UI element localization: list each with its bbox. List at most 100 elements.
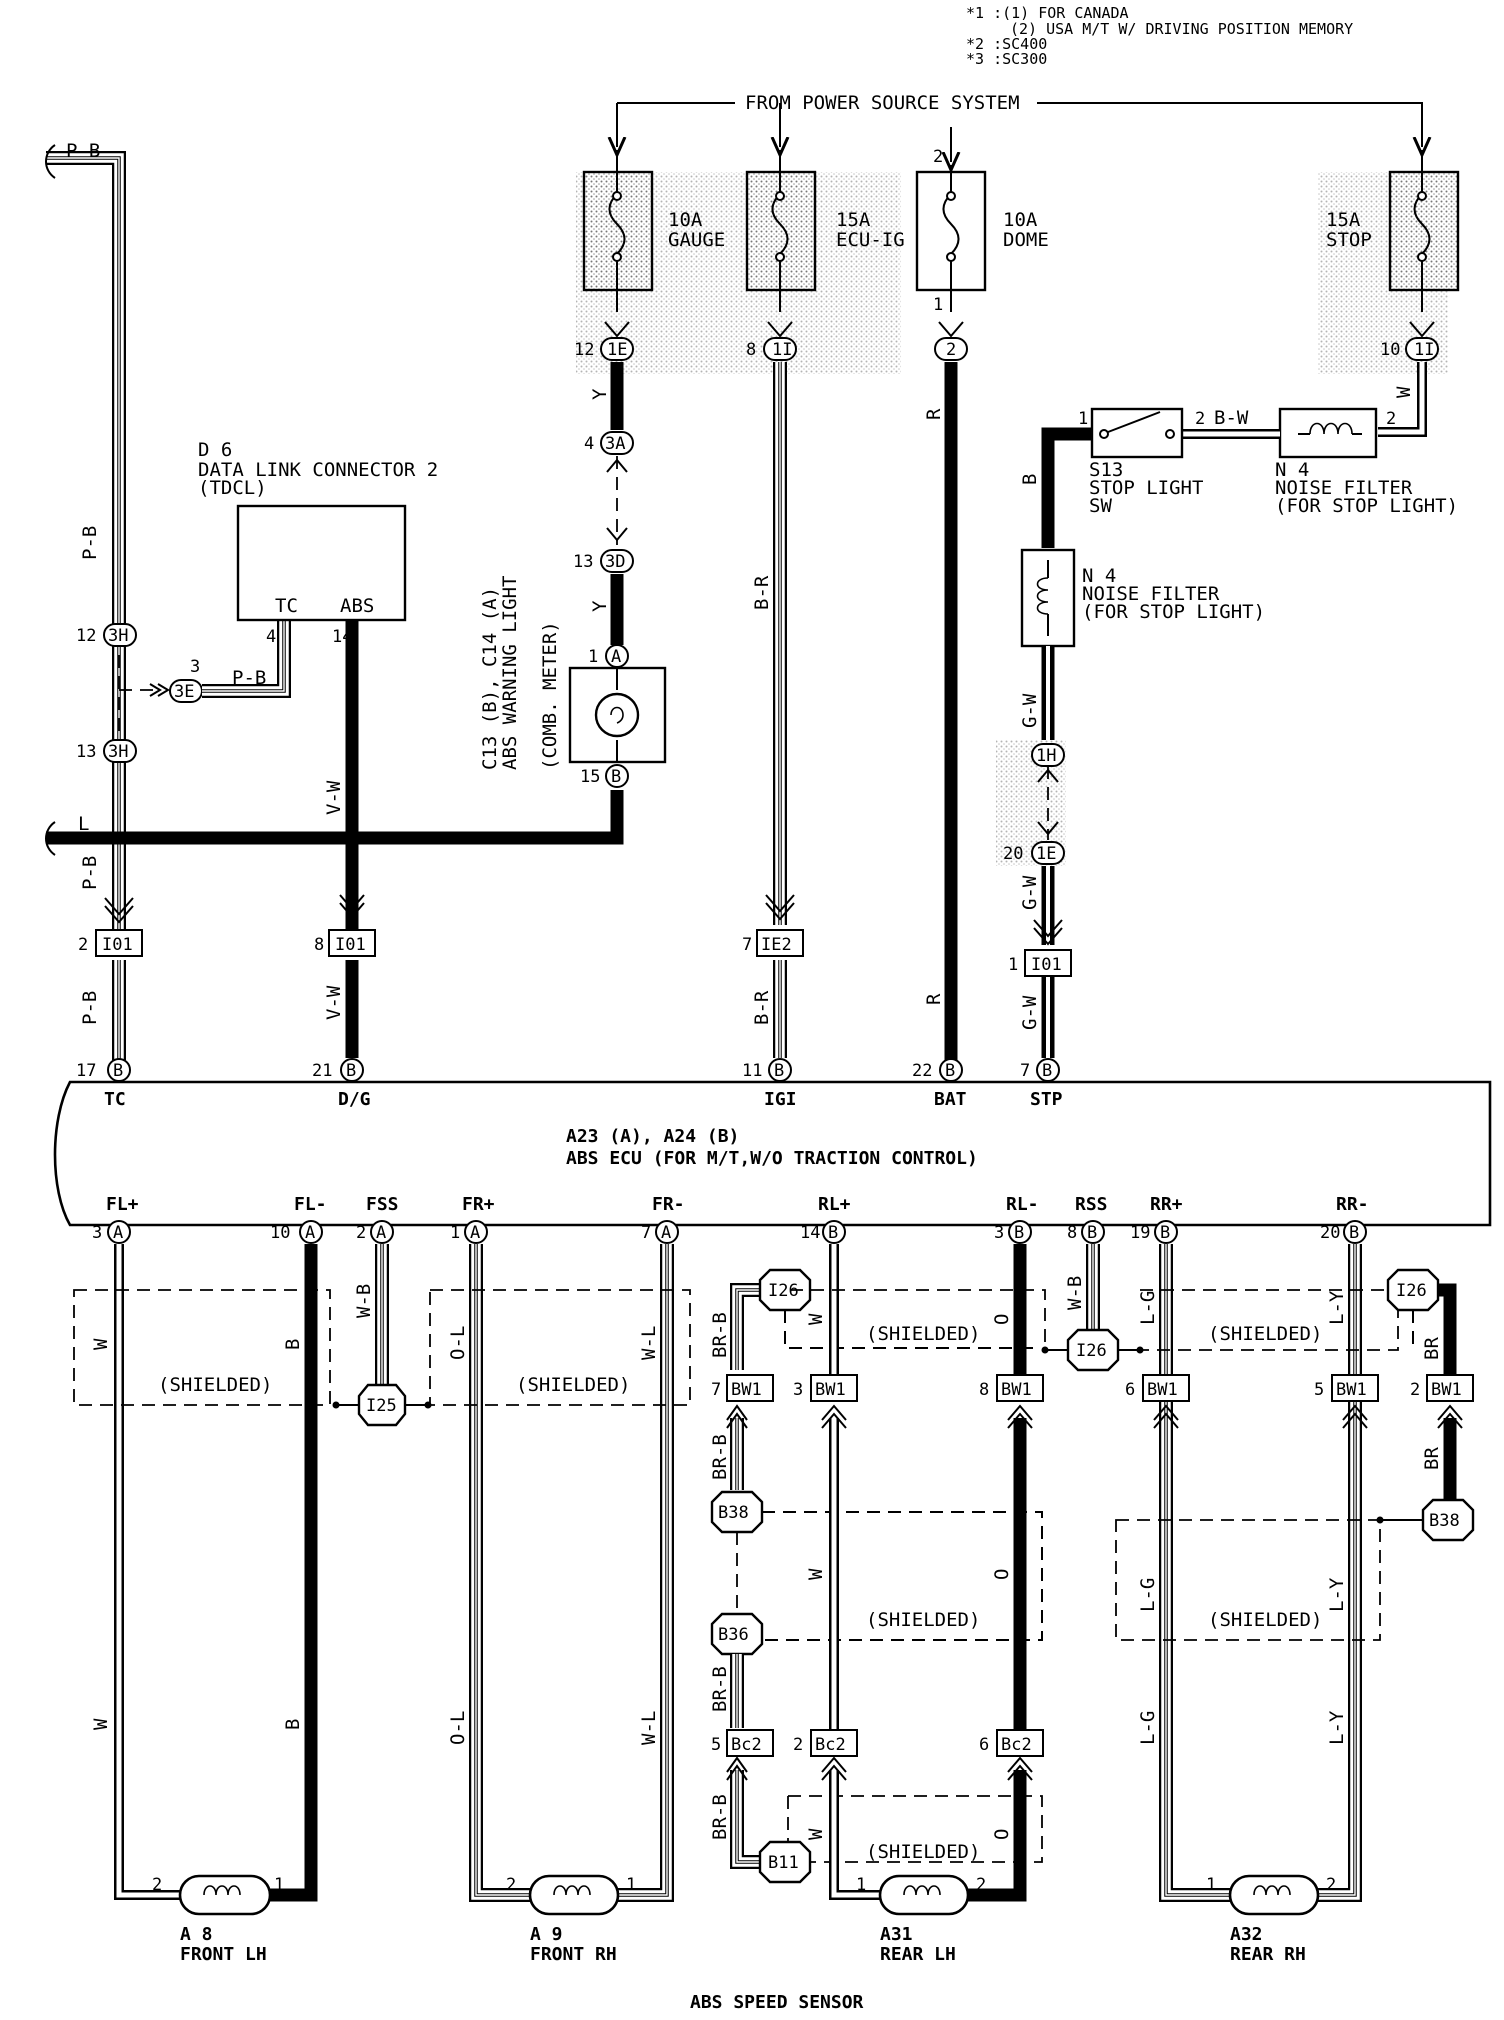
shielded-label: (SHIELDED) <box>158 1374 272 1396</box>
wire-color: W-L <box>638 1711 660 1745</box>
wire-color: G-W <box>1019 875 1041 910</box>
wire-color: P-B <box>232 667 266 689</box>
stop-sw-name: STOP LIGHT <box>1089 477 1203 499</box>
sensor-a32-pos: REAR RH <box>1230 1944 1306 1965</box>
noise-filter-id: N 4 <box>1275 459 1309 481</box>
splice-dot <box>1041 1346 1049 1354</box>
connector-rect <box>726 1374 774 1402</box>
sensor-a9-pos: FRONT RH <box>530 1944 617 1965</box>
shield-dashed-box <box>762 1511 1043 1641</box>
pin-label: 8 <box>979 1380 989 1400</box>
stop-circuit-lower: 1H 1E 20 G-W G-W <box>1003 743 1065 1058</box>
dlc-id: D 6 <box>198 439 232 461</box>
connector-circle <box>1154 1220 1178 1244</box>
ground-arrow <box>1033 919 1063 946</box>
ecu-pin-fr-plus: FR+ <box>462 1194 495 1215</box>
wire-color: L <box>78 813 89 835</box>
pin-label: 1 <box>588 647 598 667</box>
rear-rh-circuit: L-G L-G L-G BW1 6 L-Y L-Y L-Y BW1 5 (SHI… <box>1115 1244 1475 1965</box>
pin-label: 2 <box>1386 409 1396 429</box>
pin-label: 1 <box>856 1875 866 1895</box>
wire-triple <box>618 1244 668 1896</box>
wire-color: L-G <box>1137 1578 1159 1612</box>
ecu-pin-dg: D/G <box>338 1089 371 1110</box>
abs-light-sub: (COMB. METER) <box>539 621 561 770</box>
fss-circuit: W-B I25 <box>332 1244 432 1427</box>
ecu-id: A23 (A), A24 (B) <box>566 1126 739 1147</box>
connector-rect <box>1024 949 1072 977</box>
pin-label: 3 <box>92 1223 102 1243</box>
sensor-a31-pos: REAR LH <box>880 1944 956 1965</box>
connector-circle <box>605 764 629 788</box>
wire-thick <box>1438 1283 1457 1375</box>
pin-label: 10 <box>1380 340 1400 360</box>
connector-id: B <box>1349 1223 1359 1243</box>
ground-arrow <box>104 905 134 924</box>
pin-label: 2 <box>356 1223 366 1243</box>
pin-label: 2 <box>78 935 88 955</box>
connector-rect <box>726 1729 774 1757</box>
fuse-gauge: 10A GAUGE <box>582 150 725 312</box>
pin-label: 10 <box>270 1223 290 1243</box>
note-2: (2) USA M/T W/ DRIVING POSITION MEMORY <box>1010 20 1353 38</box>
wire-color: R <box>923 993 945 1005</box>
connector-circle <box>370 1220 394 1244</box>
pin-label: 1 <box>274 1875 284 1895</box>
pin-label: 2 <box>933 147 943 167</box>
splice-i25 <box>357 1383 407 1427</box>
pin-label: 13 <box>573 552 593 572</box>
pin-label: 6 <box>979 1735 989 1755</box>
ecu-pin-fl-minus: FL- <box>294 1194 327 1215</box>
wire-color: B <box>282 1339 304 1350</box>
connector-circle <box>1081 1220 1105 1244</box>
connector-rect <box>996 1729 1044 1757</box>
ecu-ig-circuit: 1I 8 B-R B-R <box>746 321 797 1058</box>
fuse-ecu-amp: 15A <box>836 209 871 231</box>
shield-dashed-box <box>790 1289 1046 1348</box>
connector-id: 1E <box>1036 844 1056 864</box>
connector-circle <box>299 1220 323 1244</box>
wire-color: Y <box>589 388 611 400</box>
fuse-stop-amp: 15A <box>1326 209 1361 231</box>
ecu-pin-rss: RSS <box>1075 1194 1108 1215</box>
pin-label: 2 <box>1326 1875 1336 1895</box>
wire-color: Y <box>589 600 611 612</box>
splice-i26 <box>1386 1268 1440 1312</box>
ecu-pin-rr-minus: RR- <box>1336 1194 1369 1215</box>
pin-label: 22 <box>912 1061 932 1081</box>
pin-label: 2 <box>1195 409 1205 429</box>
connector-id: 1I <box>772 340 792 360</box>
wire-color: V-W <box>323 780 345 815</box>
note-4: *3 :SC300 <box>966 50 1047 68</box>
splice-i26 <box>1066 1328 1120 1372</box>
fuse-dome: 2 1 10A DOME <box>915 147 1049 315</box>
wire-color: O <box>991 1569 1013 1580</box>
fuse-terminal <box>946 191 956 201</box>
connector-id: B <box>1014 1223 1024 1243</box>
connector-id: Bc2 <box>1001 1735 1032 1755</box>
connector-rect <box>95 929 143 957</box>
connector-circle <box>464 1220 488 1244</box>
wire-color: W-B <box>353 1284 375 1318</box>
wire-color: L-G <box>1137 1291 1159 1325</box>
stop-sw-sub: SW <box>1089 495 1112 517</box>
sensor-a31-id: A31 <box>880 1924 913 1945</box>
coil-symbol <box>553 1885 591 1896</box>
connector-id: BW1 <box>815 1380 846 1400</box>
wire-break <box>45 144 56 179</box>
wire-color: W-L <box>638 1326 660 1360</box>
speed-sensor-a31 <box>878 1874 970 1916</box>
shield-dashed-box <box>788 1795 1043 1863</box>
ground-arrow <box>104 897 134 916</box>
shield-dashed-box <box>1140 1289 1399 1351</box>
noise-filter-name: NOISE FILTER <box>1082 583 1220 605</box>
pin-label: 4 <box>266 627 276 647</box>
wire-color: BR-B <box>709 1666 731 1712</box>
shielded-label: (SHIELDED) <box>1208 1609 1322 1631</box>
ground-arrow <box>1153 1404 1179 1429</box>
pin-label: 6 <box>1125 1380 1135 1400</box>
shielded-label: (SHIELDED) <box>516 1374 630 1396</box>
connector-id: 2 <box>946 340 956 360</box>
pin-label: 2 <box>506 1875 516 1895</box>
